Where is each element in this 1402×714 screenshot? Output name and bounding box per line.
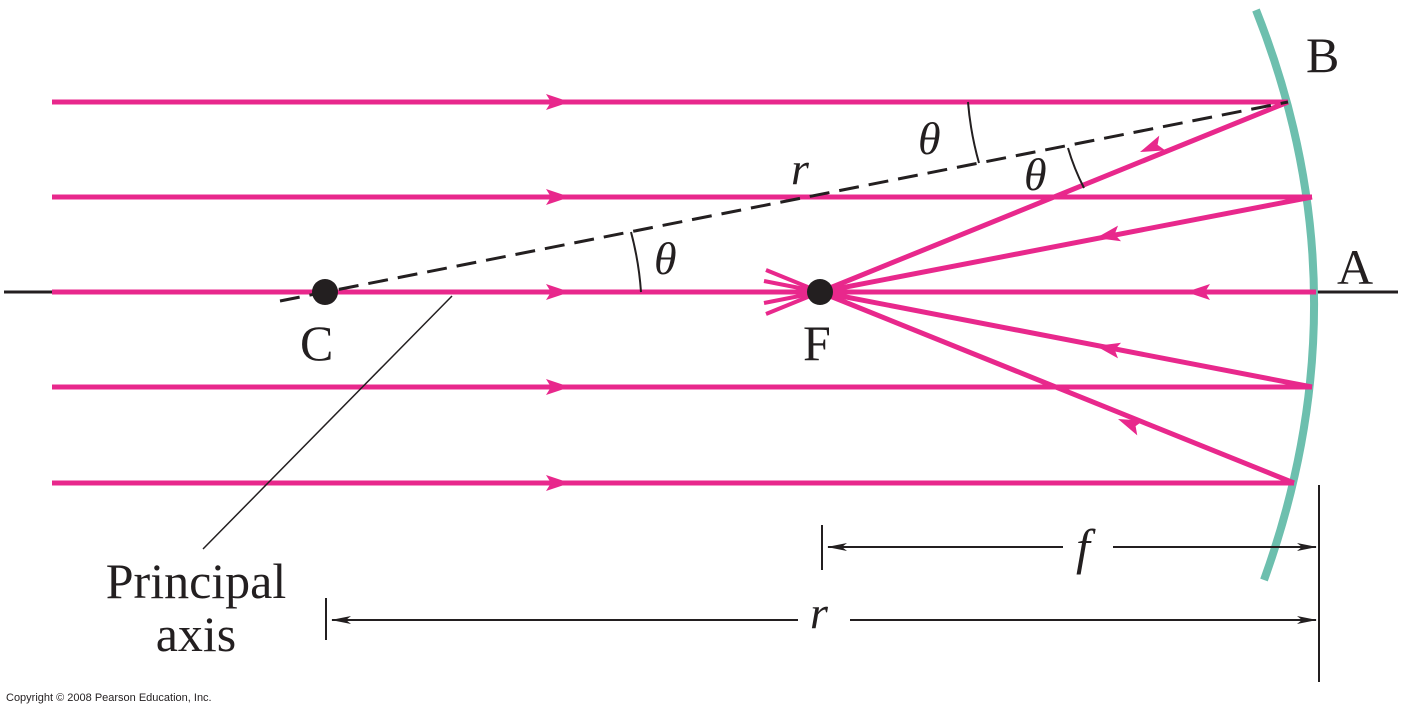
- reflected-ray-4: [819, 289, 1313, 390]
- label-point-a: A: [1337, 239, 1373, 295]
- reflected-ray-5: [819, 289, 1295, 486]
- label-radius-dashed: r: [791, 143, 810, 194]
- label-point-b: B: [1306, 27, 1339, 83]
- angle-arcs: [630, 101, 1085, 293]
- concave-mirror: [1252, 8, 1319, 582]
- focal-point: [807, 279, 833, 305]
- label-principal-axis-line2: axis: [156, 606, 237, 662]
- reflected-ray-arrowheads: [1096, 135, 1210, 436]
- label-focal-length: f: [1076, 519, 1096, 575]
- incident-rays: [52, 99, 1316, 486]
- principal-axis-leader-line: [202, 295, 453, 550]
- reflected-rays: [819, 99, 1313, 486]
- reflected-ray-2: [819, 194, 1313, 295]
- label-principal-axis-line1: Principal: [106, 553, 287, 609]
- label-theta-top: θ: [918, 113, 941, 164]
- label-theta-center: θ: [654, 233, 677, 284]
- angle-arc-at-b-lower: [1067, 147, 1085, 189]
- angle-arc-at-c: [630, 231, 642, 293]
- label-point-c: C: [300, 315, 333, 371]
- radius-dashed-line: [279, 100, 1289, 303]
- label-point-f: F: [803, 315, 831, 371]
- incident-ray-arrowheads: [546, 94, 570, 491]
- copyright-text: Copyright © 2008 Pearson Education, Inc.: [6, 692, 212, 704]
- label-radius-dimension: r: [810, 587, 829, 638]
- center-of-curvature-point: [312, 279, 338, 305]
- reflected-ray-1: [819, 99, 1289, 295]
- angle-arc-at-b-top: [967, 101, 980, 164]
- label-theta-reflected: θ: [1024, 149, 1047, 200]
